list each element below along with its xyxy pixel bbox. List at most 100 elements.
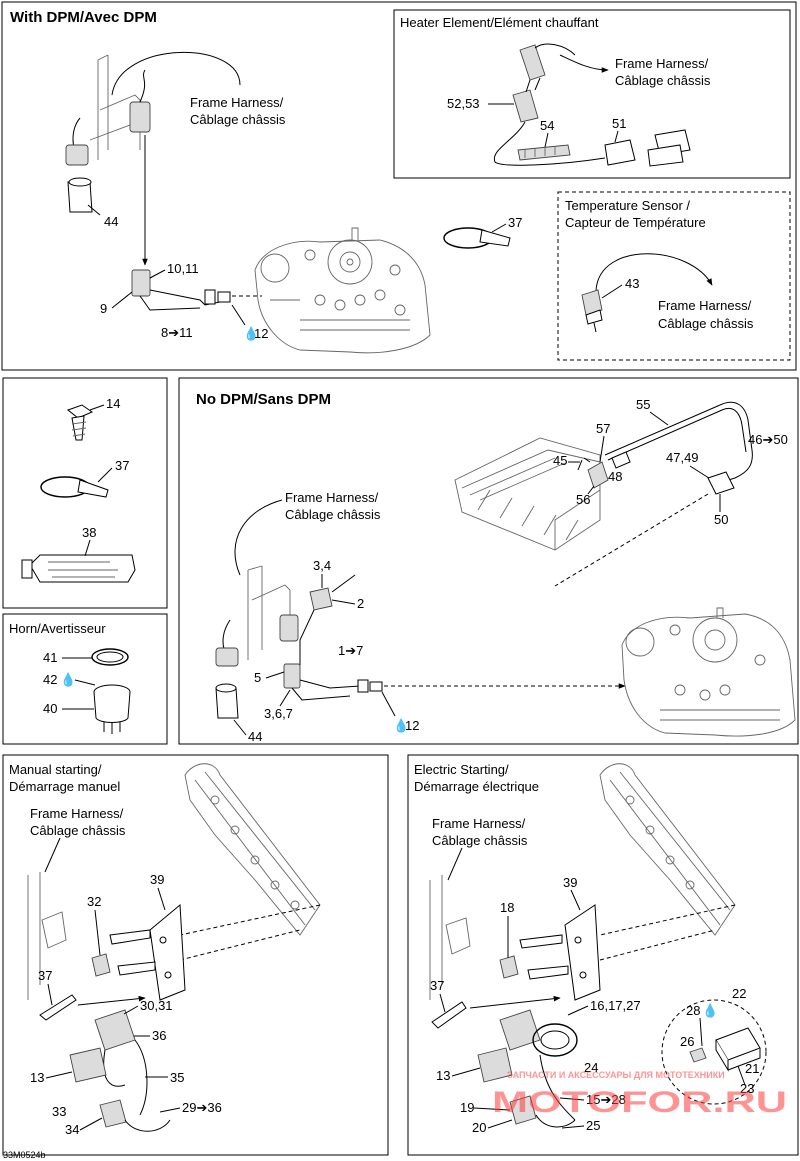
label-3-6-7: 3,6,7 <box>264 706 293 721</box>
dpm-frame-harness-line2: Câblage châssis <box>190 112 286 127</box>
horn-ring-41 <box>91 648 129 666</box>
heater-harness-arrow <box>559 54 609 73</box>
temp-frame-harness-line1: Frame Harness/ <box>658 298 752 313</box>
connector-50 <box>707 471 735 495</box>
panel-parts <box>2 377 168 609</box>
label-30-31: 30,31 <box>140 998 173 1013</box>
label-48: 48 <box>608 469 622 484</box>
panel-horn <box>2 613 168 745</box>
label-44: 44 <box>104 214 118 229</box>
label-37-parts: 37 <box>115 458 129 473</box>
label-21: 21 <box>745 1061 759 1076</box>
heater-connector <box>493 43 606 166</box>
manual-frame-harness-line2: Câblage châssis <box>30 823 126 838</box>
panel-with-dpm <box>1 1 797 371</box>
engine-drawing-top <box>254 227 431 354</box>
label-8-11: 8➔11 <box>161 325 193 340</box>
switch-18 <box>499 955 519 979</box>
bolts-electric <box>519 934 569 980</box>
temp-harness-arrow <box>595 253 713 291</box>
manual-title-line1: Manual starting/ <box>9 762 102 777</box>
connector-33-34 <box>99 1099 171 1132</box>
nodpm-harness-55 <box>604 401 753 483</box>
label-24: 24 <box>584 1060 598 1075</box>
label-28: 28 <box>686 1003 700 1018</box>
label-39-manual: 39 <box>150 872 164 887</box>
label-52-53: 52,53 <box>447 96 480 111</box>
label-34: 34 <box>65 1122 79 1137</box>
cable-tie-37-parts <box>40 476 109 498</box>
label-50: 50 <box>714 512 728 527</box>
electric-frame-drawing <box>429 763 736 1000</box>
label-43: 43 <box>625 276 639 291</box>
label-55: 55 <box>636 397 650 412</box>
drop-icon-28: 💧 <box>702 1003 718 1018</box>
label-33: 33 <box>52 1104 66 1119</box>
label-23: 23 <box>740 1081 754 1096</box>
label-13-manual: 13 <box>30 1070 44 1085</box>
clip-37-manual <box>39 994 77 1021</box>
label-45: 45 <box>553 453 567 468</box>
heater-title: Heater Element/Elément chauffant <box>400 15 599 30</box>
panel-manual-starting <box>2 754 389 1156</box>
label-19: 19 <box>460 1100 474 1115</box>
footer-code: 33M0524b <box>3 1150 46 1160</box>
label-18: 18 <box>500 900 514 915</box>
connector-2 <box>299 574 356 665</box>
cdi-module-drawing <box>454 437 601 551</box>
no-dpm-title: No DPM/Sans DPM <box>196 391 331 408</box>
watermark-line1: ЗАПЧАСТИ И АКСЕССУАРЫ ДЛЯ МОТОТЕХНИКИ <box>507 1070 725 1080</box>
label-54: 54 <box>540 118 554 133</box>
label-35: 35 <box>170 1070 184 1085</box>
heater-tape-54 <box>517 144 571 161</box>
module-13-electric <box>477 1047 513 1083</box>
drop-icon-42: 💧 <box>60 672 76 687</box>
electric-title-line1: Electric Starting/ <box>414 762 509 777</box>
panel-no-dpm <box>178 377 799 745</box>
label-5: 5 <box>254 670 261 685</box>
heater-frame-harness-line1: Frame Harness/ <box>615 56 709 71</box>
horn-title: Horn/Avertisseur <box>9 621 106 636</box>
label-56: 56 <box>576 492 590 507</box>
drop-icon-12: 💧 <box>243 326 259 341</box>
label-14: 14 <box>106 396 120 411</box>
label-25: 25 <box>586 1118 600 1133</box>
label-57: 57 <box>596 421 610 436</box>
label-47-49: 47,49 <box>666 450 699 465</box>
label-42: 42 <box>43 672 57 687</box>
screw-14 <box>66 404 94 441</box>
dpm-frame-harness-line1: Frame Harness/ <box>190 95 284 110</box>
label-37-electric: 37 <box>430 978 444 993</box>
manual-title-line2: Démarrage manuel <box>9 779 120 794</box>
relay-30-31 <box>94 1009 148 1116</box>
label-38: 38 <box>82 525 96 540</box>
label-16-17-27: 16,17,27 <box>590 998 641 1013</box>
connector-3-6-7 <box>283 663 383 701</box>
bracket-39-manual <box>149 903 186 1001</box>
panel-heater-element <box>393 9 791 179</box>
drop-icon-12-nodpm: 💧 <box>393 718 409 733</box>
label-22: 22 <box>732 986 746 1001</box>
module-13 <box>69 1047 107 1083</box>
temp-frame-harness-line2: Câblage châssis <box>658 316 754 331</box>
label-20: 20 <box>472 1120 486 1135</box>
label-9: 9 <box>100 301 107 316</box>
label-12: 12 <box>254 326 268 341</box>
bolts-manual <box>109 929 156 976</box>
detail-circle <box>661 999 767 1105</box>
engine-drawing-nodpm <box>621 607 796 737</box>
horn-body-40 <box>93 684 131 734</box>
label-12-nodpm: 12 <box>405 718 419 733</box>
clip-37-electric <box>431 1001 467 1029</box>
label-10-11: 10,11 <box>167 261 199 276</box>
label-1-7: 1➔7 <box>338 643 363 658</box>
dpm-connector-cap-44 <box>67 177 101 216</box>
switch-32 <box>91 953 111 977</box>
electric-frame-harness-line1: Frame Harness/ <box>432 816 526 831</box>
electric-title-line2: Démarrage électrique <box>414 779 539 794</box>
manual-frame-drawing <box>27 763 321 1000</box>
heater-frame-harness-line2: Câblage châssis <box>615 73 711 88</box>
label-13-electric: 13 <box>436 1068 450 1083</box>
with-dpm-title: With DPM/Avec DPM <box>10 9 157 26</box>
connector-19-20 <box>509 1095 576 1128</box>
